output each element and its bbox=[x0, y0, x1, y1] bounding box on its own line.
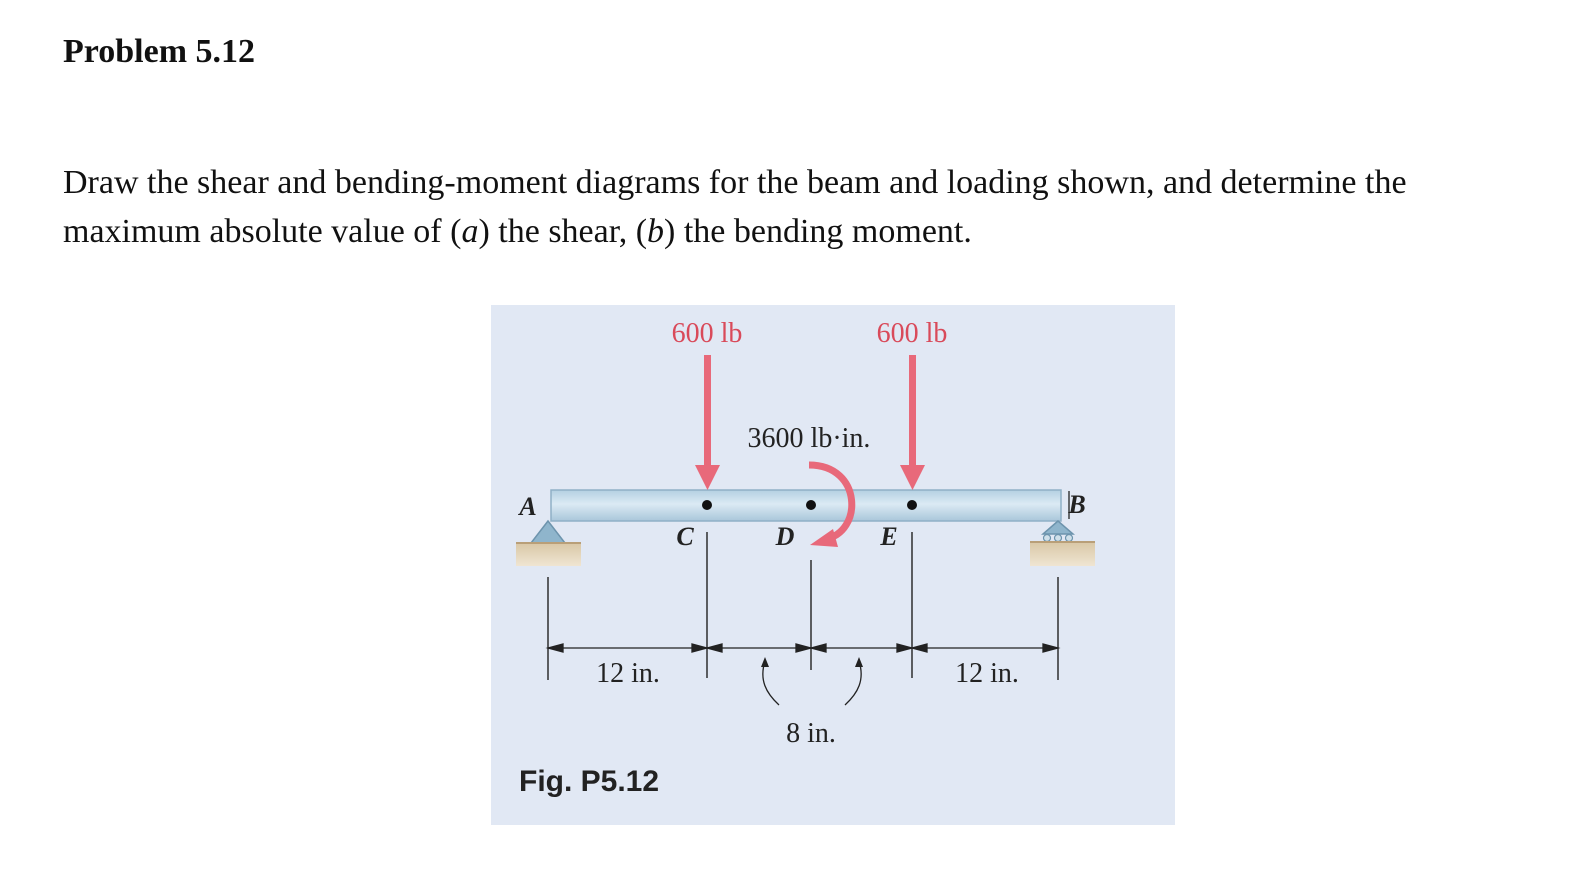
point-d-dot bbox=[806, 500, 816, 510]
point-c-label: C bbox=[676, 522, 694, 551]
statement-part-2: ) the shear, ( bbox=[478, 213, 648, 250]
force-arrow-e bbox=[900, 355, 925, 490]
point-d-label: D bbox=[775, 522, 795, 551]
roller-support-b bbox=[1030, 520, 1095, 566]
dimension-lines bbox=[545, 643, 1061, 653]
statement-part-1: Draw the shear and bending-moment diagra… bbox=[63, 164, 1407, 250]
dimension-eb-label: 12 in. bbox=[955, 658, 1019, 689]
part-b-label: b bbox=[647, 213, 665, 250]
part-a-label: a bbox=[461, 213, 479, 250]
couple-d-label: 3600 lb·in. bbox=[748, 423, 871, 454]
point-e-label: E bbox=[879, 522, 897, 551]
figure-caption: Fig. P5.12 bbox=[519, 765, 660, 798]
dimension-leaders bbox=[762, 660, 862, 706]
force-e-label: 600 lb bbox=[877, 318, 948, 349]
point-c-dot bbox=[702, 500, 712, 510]
statement-part-3: ) the bending moment. bbox=[664, 213, 972, 250]
point-a-label: A bbox=[517, 492, 536, 521]
point-b-label: B bbox=[1067, 490, 1085, 519]
beam-figure: 600 lb 600 lb 3600 lb·in. A B C D E bbox=[491, 305, 1175, 825]
pin-support-a bbox=[516, 519, 581, 566]
problem-statement: Draw the shear and bending-moment diagra… bbox=[63, 158, 1543, 256]
beam bbox=[550, 489, 1062, 522]
beam-diagram: 600 lb 600 lb 3600 lb·in. A B C D E bbox=[516, 318, 1095, 749]
extension-lines bbox=[547, 532, 1059, 680]
problem-title: Problem 5.12 bbox=[63, 33, 256, 70]
point-e-dot bbox=[907, 500, 917, 510]
force-c-label: 600 lb bbox=[672, 318, 743, 349]
dimension-ac-label: 12 in. bbox=[596, 658, 660, 689]
couple-arrow-d bbox=[808, 461, 856, 547]
force-arrow-c bbox=[695, 355, 720, 490]
dimension-cd-de-label: 8 in. bbox=[786, 718, 836, 749]
